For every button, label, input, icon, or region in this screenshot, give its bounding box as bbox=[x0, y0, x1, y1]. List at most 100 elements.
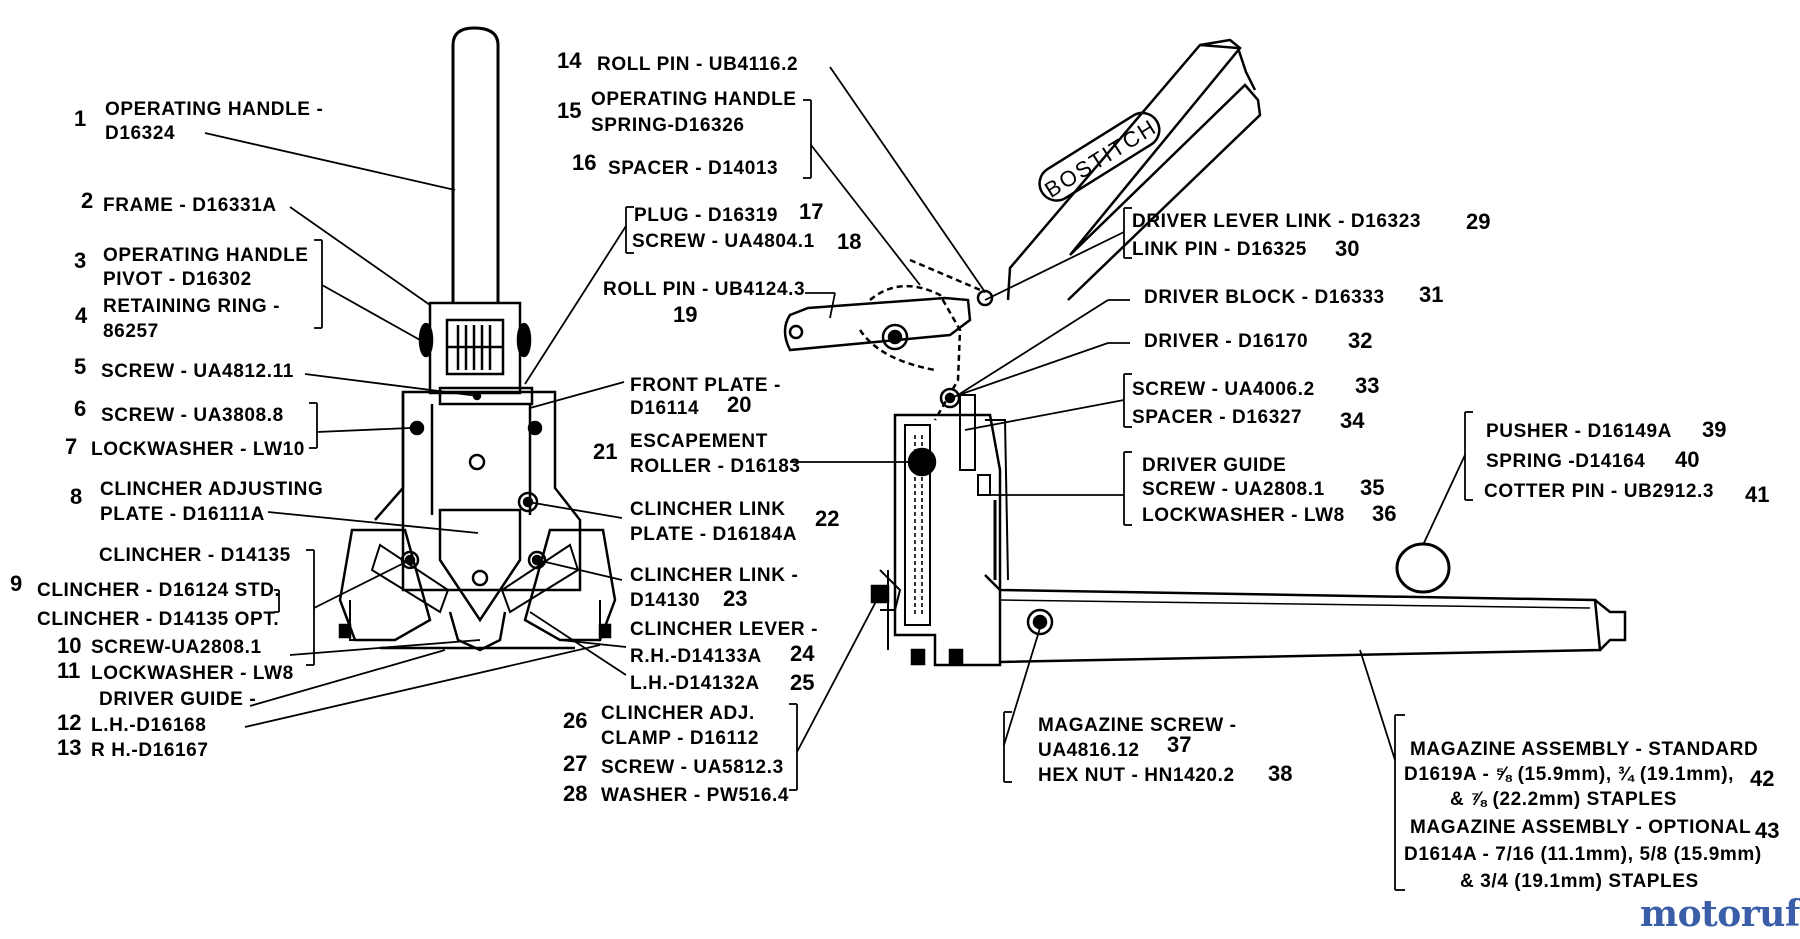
part-label-16: SPACER - D14013 bbox=[608, 158, 779, 179]
part-number-41: 41 bbox=[1745, 482, 1770, 507]
part-number-22: 22 bbox=[815, 506, 840, 531]
part-label-38: HEX NUT - HN1420.2 bbox=[1038, 765, 1235, 786]
part-number-20: 20 bbox=[727, 392, 752, 417]
part-number-7: 7 bbox=[65, 434, 78, 459]
part-number-15: 15 bbox=[557, 98, 582, 123]
part-number-30: 30 bbox=[1335, 236, 1360, 261]
part-label-24: CLINCHER LEVER - bbox=[630, 619, 818, 640]
part-label-5: SCREW - UA4812.11 bbox=[101, 361, 294, 382]
part-code-24: R.H.-D14133A bbox=[630, 646, 762, 667]
part-number-16: 16 bbox=[572, 150, 597, 175]
part-sizes-43: & 3/4 (19.1mm) STAPLES bbox=[1460, 871, 1699, 892]
part-label-23: CLINCHER LINK - bbox=[630, 565, 799, 586]
part-label-20: FRONT PLATE - bbox=[630, 375, 781, 396]
part-label-4: RETAINING RING - bbox=[103, 296, 281, 317]
part-label-34: SPACER - D16327 bbox=[1132, 407, 1303, 428]
part-number-25: 25 bbox=[790, 670, 815, 695]
part-code-37: UA4816.12 bbox=[1038, 740, 1140, 761]
part-code-8: PLATE - D16111A bbox=[100, 504, 265, 525]
part-number-36: 36 bbox=[1372, 501, 1397, 526]
part-label-29: DRIVER LEVER LINK - D16323 bbox=[1132, 211, 1422, 232]
part-code-20: D16114 bbox=[630, 398, 700, 419]
part-code-22: PLATE - D16184A bbox=[630, 524, 798, 545]
part-code-35: SCREW - UA2808.1 bbox=[1142, 479, 1325, 500]
part-number-33: 33 bbox=[1355, 373, 1380, 398]
part-number-19: 19 bbox=[673, 302, 698, 327]
part-label-1: OPERATING HANDLE - bbox=[105, 99, 324, 120]
part-number-37: 37 bbox=[1167, 732, 1192, 757]
part-code-9-opt: CLINCHER - D14135 OPT. bbox=[37, 609, 280, 630]
part-number-12: 12 bbox=[57, 710, 82, 735]
part-label-32: DRIVER - D16170 bbox=[1144, 331, 1309, 352]
part-number-4: 4 bbox=[75, 303, 88, 328]
part-code-3: PIVOT - D16302 bbox=[103, 269, 252, 290]
part-number-11: 11 bbox=[57, 658, 81, 683]
part-label-30: LINK PIN - D16325 bbox=[1132, 239, 1307, 260]
part-code-26: CLAMP - D16112 bbox=[601, 728, 759, 749]
leader-lines bbox=[204, 66, 1473, 891]
part-label-37: MAGAZINE SCREW - bbox=[1038, 715, 1237, 736]
part-label-7: LOCKWASHER - LW10 bbox=[91, 439, 305, 460]
part-label-28: WASHER - PW516.4 bbox=[601, 785, 790, 806]
part-label-10: SCREW-UA2808.1 bbox=[91, 637, 262, 658]
part-label-22: CLINCHER LINK bbox=[630, 499, 786, 520]
part-number-28: 28 bbox=[563, 781, 588, 806]
part-code-4: 86257 bbox=[103, 321, 159, 342]
part-label-13: R H.-D16167 bbox=[91, 740, 209, 761]
part-code-43: D1614A - 7/16 (11.1mm), 5/8 (15.9mm) bbox=[1404, 844, 1762, 865]
part-number-40: 40 bbox=[1675, 447, 1700, 472]
part-label-9: CLINCHER - D14135 bbox=[99, 545, 291, 566]
part-number-14: 14 bbox=[557, 48, 582, 73]
part-code-1: D16324 bbox=[105, 123, 176, 144]
part-number-1: 1 bbox=[74, 106, 87, 131]
part-label-17: PLUG - D16319 bbox=[634, 205, 779, 226]
part-number-27: 27 bbox=[563, 751, 588, 776]
part-label-31: DRIVER BLOCK - D16333 bbox=[1144, 287, 1385, 308]
part-number-38: 38 bbox=[1268, 761, 1293, 786]
part-sizes-42: & ⅞ (22.2mm) STAPLES bbox=[1450, 789, 1678, 810]
part-label-21: ESCAPEMENT bbox=[630, 431, 768, 452]
part-label-39: PUSHER - D16149A bbox=[1486, 421, 1672, 442]
part-number-21: 21 bbox=[593, 439, 618, 464]
part-label-15: OPERATING HANDLE bbox=[591, 89, 797, 110]
part-label-11: LOCKWASHER - LW8 bbox=[91, 663, 294, 684]
part-number-9: 9 bbox=[10, 571, 23, 596]
part-code-21: ROLLER - D16183 bbox=[630, 456, 801, 477]
watermark-logo: motoruf.de bbox=[1640, 893, 1800, 935]
part-label-41: COTTER PIN - UB2912.3 bbox=[1484, 481, 1715, 502]
part-number-32: 32 bbox=[1348, 328, 1373, 353]
part-label-18: SCREW - UA4804.1 bbox=[632, 231, 815, 252]
part-number-29: 29 bbox=[1466, 209, 1491, 234]
part-code-15: SPRING-D16326 bbox=[591, 115, 745, 136]
part-number-10: 10 bbox=[57, 633, 82, 658]
part-label-27: SCREW - UA5812.3 bbox=[601, 757, 784, 778]
part-label-36: LOCKWASHER - LW8 bbox=[1142, 505, 1345, 526]
part-label-26: CLINCHER ADJ. bbox=[601, 703, 755, 724]
part-number-17: 17 bbox=[799, 199, 824, 224]
part-label-43: MAGAZINE ASSEMBLY - OPTIONAL bbox=[1410, 817, 1752, 838]
part-label-2: FRAME - D16331A bbox=[103, 195, 277, 216]
part-number-24: 24 bbox=[790, 641, 815, 666]
brand-logo: BOSTITCH bbox=[1040, 114, 1161, 203]
part-number-8: 8 bbox=[70, 484, 83, 509]
part-number-35: 35 bbox=[1360, 475, 1385, 500]
part-code-12: L.H.-D16168 bbox=[91, 715, 207, 736]
part-number-39: 39 bbox=[1702, 417, 1727, 442]
part-code-9-std: CLINCHER - D16124 STD. bbox=[37, 580, 281, 601]
side-view-drawing: BOSTITCH bbox=[783, 38, 1627, 667]
part-label-8: CLINCHER ADJUSTING bbox=[100, 479, 324, 500]
part-label-14: ROLL PIN - UB4116.2 bbox=[597, 54, 799, 75]
part-number-34: 34 bbox=[1340, 408, 1365, 433]
front-view-drawing bbox=[338, 26, 617, 652]
part-label-42: MAGAZINE ASSEMBLY - STANDARD bbox=[1410, 739, 1759, 760]
part-label-3: OPERATING HANDLE bbox=[103, 245, 309, 266]
part-label-35: DRIVER GUIDE bbox=[1142, 455, 1287, 476]
part-number-13: 13 bbox=[57, 735, 82, 760]
part-number-23: 23 bbox=[723, 586, 748, 611]
part-code-23: D14130 bbox=[630, 590, 701, 611]
part-label-19: ROLL PIN - UB4124.3 bbox=[603, 279, 806, 300]
part-number-18: 18 bbox=[837, 229, 862, 254]
part-label-12: DRIVER GUIDE - bbox=[99, 689, 257, 710]
